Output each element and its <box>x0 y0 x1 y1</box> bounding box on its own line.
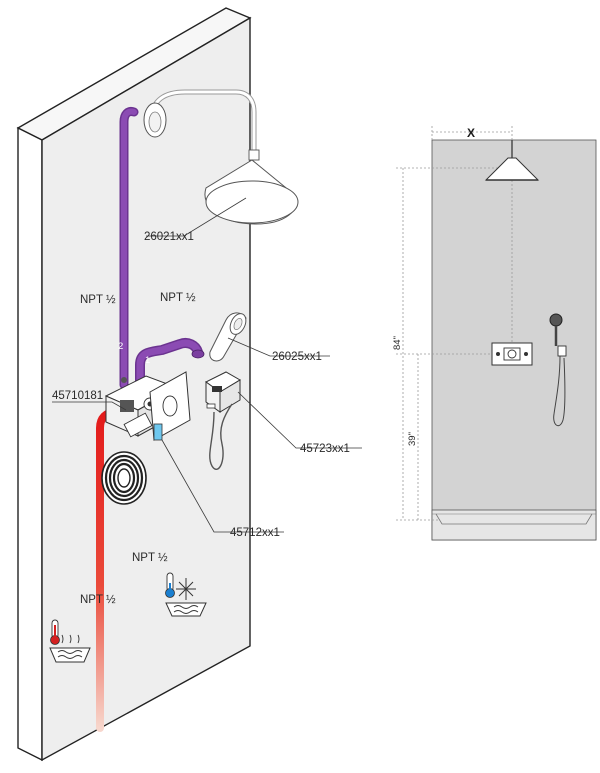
leader-hand-shower <box>227 337 330 357</box>
shower-tray <box>431 509 597 541</box>
x-dimension-label: X <box>467 126 475 140</box>
valve-height-label: 39" <box>407 432 418 446</box>
outlet-number-1: 1 <box>145 355 150 366</box>
outlet-number-2: 2 <box>118 341 123 352</box>
left-wall-view: 2 1 <box>16 7 362 762</box>
leader-wall-outlet <box>237 391 362 449</box>
leader-thermostat-trim <box>161 439 284 533</box>
label-hot-supply: NPT ½ <box>80 594 116 606</box>
label-wall-outlet: 45723xx1 <box>300 443 350 455</box>
label-rough-in-valve: 45710181 <box>52 390 103 402</box>
label-pipe-outlet-2: NPT ½ <box>80 294 116 306</box>
label-thermostat-trim: 45712xx1 <box>230 527 280 539</box>
hot-water-icon <box>49 619 91 663</box>
elevation-thermostat <box>491 342 533 366</box>
wall-side-face <box>17 126 43 762</box>
outlet-pipe-2 <box>119 107 139 390</box>
thermostat-trim-plate <box>123 371 191 441</box>
extension-rings <box>101 451 147 505</box>
rain-shower-head <box>143 89 299 225</box>
leader-rain-shower <box>146 197 247 237</box>
label-hand-shower: 26025xx1 <box>272 351 322 363</box>
cold-water-icon <box>165 572 207 617</box>
elevation-shower-head <box>484 140 540 181</box>
leader-rough-in-valve <box>52 401 127 411</box>
snowflake-icon <box>176 578 196 600</box>
hand-shower <box>209 312 247 362</box>
elevation-hand-shower <box>549 313 567 427</box>
label-pipe-outlet-1: NPT ½ <box>160 292 196 304</box>
wall-outlet-holder <box>205 371 241 471</box>
shower-wall-panel <box>431 139 597 541</box>
label-rain-shower: 26021xx1 <box>144 231 194 243</box>
outlet-pipe-1 <box>135 338 205 388</box>
label-cold-supply: NPT ½ <box>132 552 168 564</box>
shower-height-label: 84" <box>392 336 403 350</box>
right-elevation-view: X 84" 39" <box>392 126 597 541</box>
